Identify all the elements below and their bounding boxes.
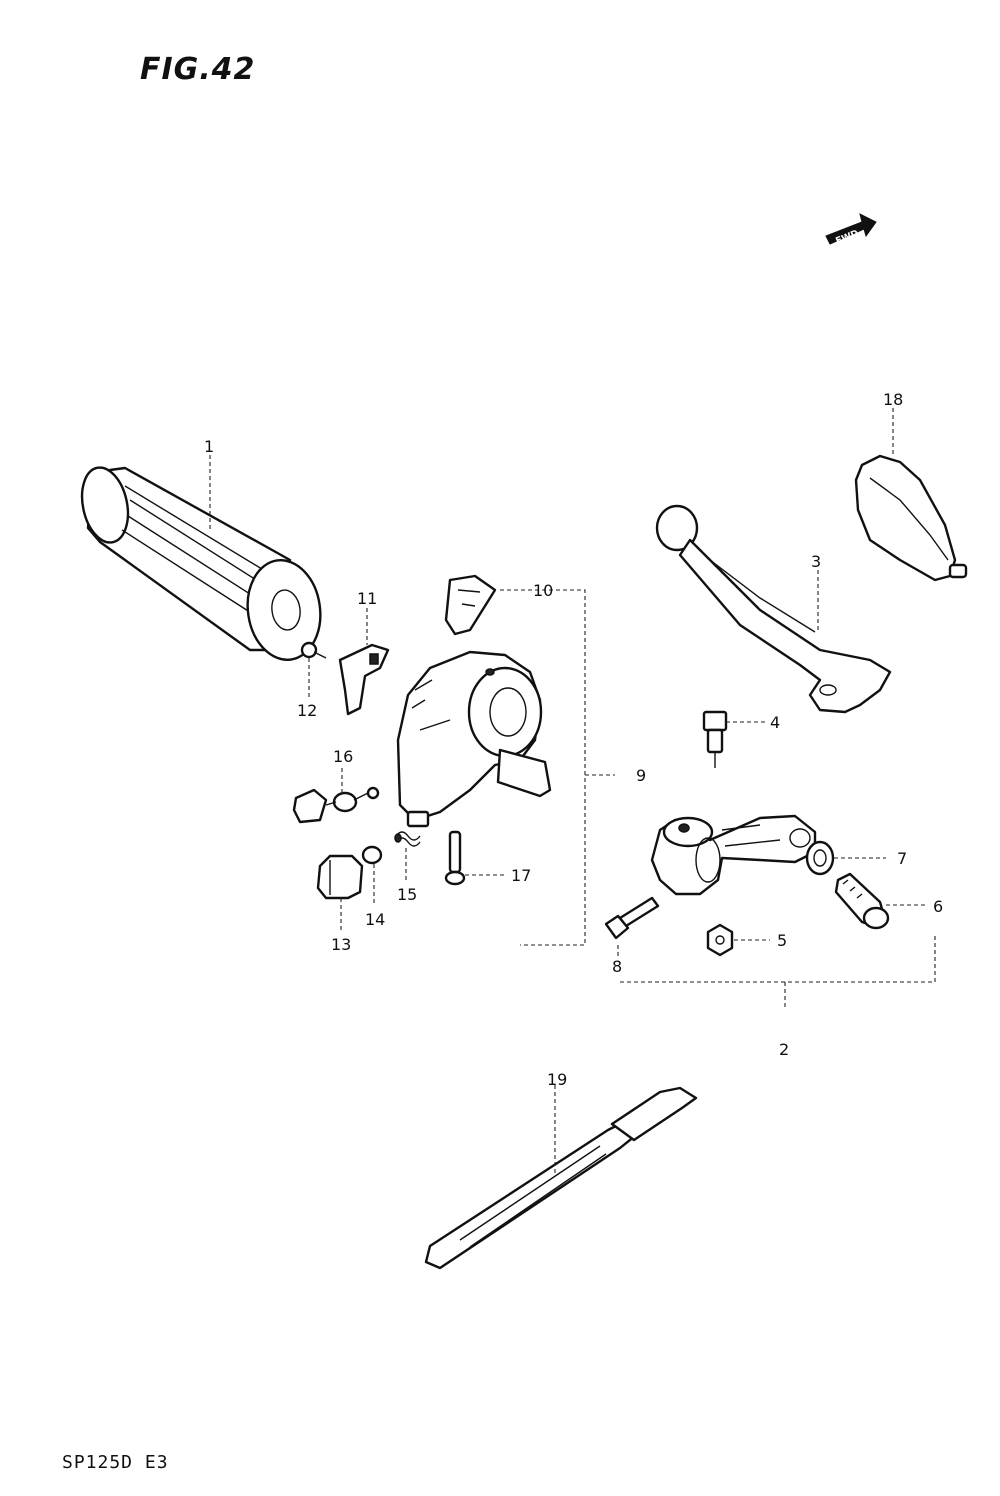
lever-cover: [854, 454, 968, 582]
callout-4: 4: [770, 713, 780, 732]
callout-15: 15: [397, 885, 417, 904]
cable-tie: [424, 1086, 698, 1270]
switch-block: [316, 854, 364, 900]
callout-17: 17: [511, 866, 531, 885]
small-screw: [361, 845, 383, 865]
nut: [706, 923, 734, 957]
callout-2: 2: [779, 1040, 789, 1059]
clamp-bolt: [604, 896, 660, 940]
callout-19: 19: [547, 1070, 567, 1089]
knob-screw: [300, 641, 327, 659]
holder-bolt: [834, 872, 890, 930]
callout-13: 13: [331, 935, 351, 954]
callout-8: 8: [612, 957, 622, 976]
figure-title: FIG.42: [140, 52, 256, 87]
callout-9: 9: [636, 766, 646, 785]
callout-14: 14: [365, 910, 385, 929]
callout-7: 7: [897, 849, 907, 868]
callout-5: 5: [777, 931, 787, 950]
switch-knob: [338, 643, 390, 716]
washer: [805, 840, 835, 876]
switch-screw: [444, 830, 466, 886]
callout-12: 12: [297, 701, 317, 720]
pivot-bolt: [702, 710, 728, 768]
callout-6: 6: [933, 897, 943, 916]
callout-3: 3: [811, 552, 821, 571]
callout-1: 1: [204, 437, 214, 456]
callout-16: 16: [333, 747, 353, 766]
lever-holder: [650, 814, 817, 896]
switch-cover: [444, 574, 497, 636]
spring: [394, 831, 421, 847]
clutch-lever: [655, 504, 892, 714]
callout-11: 11: [357, 589, 377, 608]
callout-10: 10: [533, 581, 553, 600]
switch-housing: [396, 650, 552, 828]
handlebar-grip: [80, 466, 322, 661]
fwd-arrow-icon: FWD: [825, 213, 877, 247]
switch-plunger: [292, 786, 380, 824]
callout-18: 18: [883, 390, 903, 409]
model-code-footer: SP125D E3: [62, 1452, 169, 1473]
